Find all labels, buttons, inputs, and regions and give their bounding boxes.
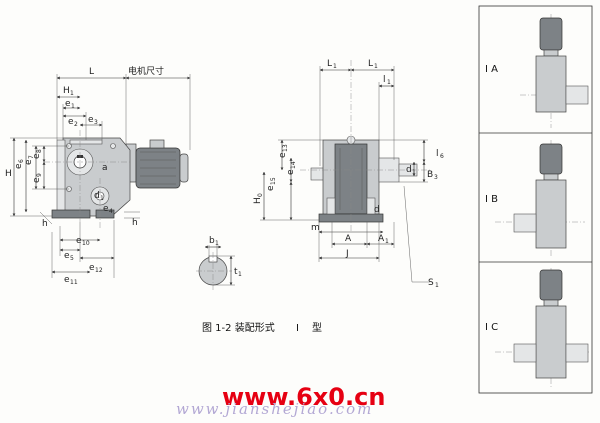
dim-e12-sub: 12 xyxy=(95,267,103,274)
dim-e13-sub: 13 xyxy=(282,144,289,152)
dim-L: L xyxy=(89,67,94,77)
dim-B3-sub: 3 xyxy=(434,174,438,181)
watermark-url: www.jianshejiao.com xyxy=(176,400,373,418)
dim-l6: l xyxy=(436,149,439,159)
dim-b1-sub: 1 xyxy=(215,240,219,247)
watermark: www.6x0.cn www.jianshejiao.com xyxy=(176,383,385,418)
dim-e6-sub: 6 xyxy=(18,159,25,163)
dim-l1: l xyxy=(383,75,386,85)
dim-e8: e xyxy=(32,153,42,159)
dim-e15: e xyxy=(266,185,276,191)
dim-H0: H xyxy=(253,197,263,204)
dim-H1: H xyxy=(63,86,70,96)
dim-e11: e xyxy=(64,275,70,285)
dim-m: m xyxy=(311,223,320,233)
dim-L1-right-sub: 1 xyxy=(374,63,378,70)
dim-e2: e xyxy=(68,117,74,127)
dim-e15-sub: 15 xyxy=(270,177,277,185)
dim-H0-sub: 0 xyxy=(257,193,264,197)
dim-e1-sub: 1 xyxy=(71,103,75,110)
dim-L1-left: L xyxy=(327,59,332,69)
panel-ib: Ⅰ B xyxy=(485,140,585,256)
dim-h-right: h xyxy=(132,218,138,228)
dim-motor-size: 电机尺寸 xyxy=(128,65,164,77)
assembly-panels: Ⅰ A Ⅰ B Ⅰ C xyxy=(478,5,593,394)
dim-e14: e xyxy=(286,169,296,175)
dim-l1-sub: 1 xyxy=(387,79,391,86)
dim-d: d xyxy=(374,205,380,215)
dim-e14-sub: 14 xyxy=(290,161,297,169)
dim-t1-sub: 1 xyxy=(238,271,242,278)
panel-ic-label: Ⅰ C xyxy=(485,322,498,333)
dim-l6-sub: 6 xyxy=(440,153,444,160)
dim-L1-right: L xyxy=(368,59,373,69)
dim-e5: e xyxy=(64,251,70,261)
dim-e3-sub: 3 xyxy=(94,119,98,126)
dim-e11-sub: 11 xyxy=(70,279,78,286)
keyway-detail: b 1 t 1 xyxy=(196,236,242,290)
panel-ia: Ⅰ A xyxy=(485,14,589,128)
dim-e9: e xyxy=(32,177,42,183)
dim-e1: e xyxy=(65,99,71,109)
dim-e2-sub: 2 xyxy=(74,121,78,128)
panel-ic: Ⅰ C xyxy=(485,268,590,388)
dim-e13: e xyxy=(278,152,288,158)
dim-e10: e xyxy=(76,236,82,246)
caption-type-number: Ⅰ xyxy=(296,323,299,334)
side-view: L 1 L 1 l 1 e 13 e 14 e 15 H 0 m A A 1 J… xyxy=(253,59,444,289)
dim-b1: b xyxy=(209,236,215,246)
dim-h-left: h xyxy=(42,219,48,229)
dim-L1-left-sub: 1 xyxy=(333,63,337,70)
dim-e7-sub: 7 xyxy=(28,155,35,159)
dim-S1-sub: 1 xyxy=(435,282,439,289)
dim-e9-sub: 9 xyxy=(36,173,43,177)
dim-d1-side-sub: 1 xyxy=(412,169,416,176)
front-view: L 电机尺寸 H 1 e 1 e 2 e 3 H e 6 e 7 e 8 e 9… xyxy=(5,65,191,286)
panel-ib-label: Ⅰ B xyxy=(485,194,498,205)
watermark-logo: www.6x0.cn xyxy=(222,383,385,411)
dim-e5-sub: 5 xyxy=(70,255,74,262)
dim-A1: A xyxy=(378,234,385,244)
dim-H1-sub: 1 xyxy=(70,90,74,97)
caption-type-char: 型 xyxy=(312,321,322,334)
dim-e10-sub: 10 xyxy=(82,240,90,247)
dim-e7: e xyxy=(24,159,34,165)
dim-e8-sub: 8 xyxy=(36,149,43,153)
dim-d1-side: d xyxy=(406,165,412,175)
dim-e12: e xyxy=(89,263,95,273)
figure-caption: 图 1-2 装配形式 Ⅰ 型 xyxy=(202,321,322,334)
dim-e4: e xyxy=(103,204,109,214)
dim-A: A xyxy=(345,234,352,244)
dim-d1: d xyxy=(94,191,100,201)
panel-ia-label: Ⅰ A xyxy=(485,64,498,75)
dim-A1-sub: 1 xyxy=(385,238,389,245)
dim-e3: e xyxy=(88,115,94,125)
dim-t1: t xyxy=(234,267,238,277)
dim-B3: B xyxy=(427,170,433,180)
dim-e6: e xyxy=(14,163,24,169)
dim-a: a xyxy=(102,163,108,173)
caption-figure: 图 1-2 装配形式 xyxy=(202,321,275,334)
dim-J: J xyxy=(345,249,349,259)
dim-S1: S xyxy=(428,278,434,288)
motor-drawing xyxy=(125,139,189,189)
dim-d1-sub: 1 xyxy=(100,195,104,202)
dim-e4-sub: 4 xyxy=(109,208,113,215)
dim-H: H xyxy=(5,169,12,179)
gearbox-front-drawing xyxy=(51,137,131,219)
gearbox-side-drawing xyxy=(310,135,418,223)
